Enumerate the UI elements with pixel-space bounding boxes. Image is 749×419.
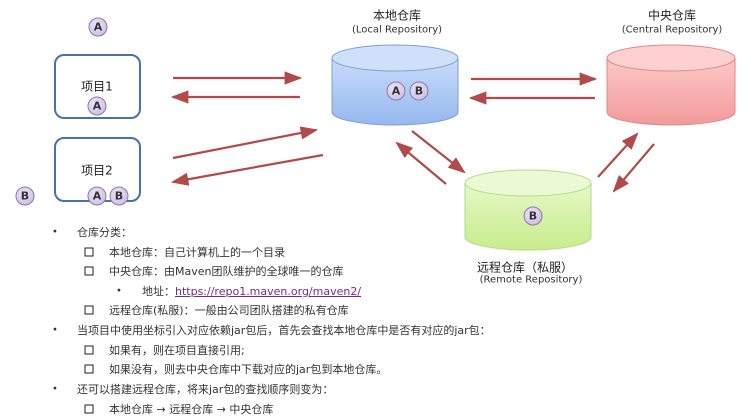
remote-repo-subtitle: (Remote Repository) (479, 274, 583, 286)
arrow-local-to-p2 (170, 153, 324, 186)
square-bullet-icon (84, 404, 94, 414)
local-repo-subtitle: (Local Repository) (351, 24, 443, 36)
arrow-remote-to-local (395, 141, 447, 185)
badge-a: A (386, 81, 406, 101)
badge-a: A (88, 17, 108, 37)
central-repo-cylinder (606, 44, 736, 126)
note-line: 如果有，则在项目直接引用; (109, 344, 245, 357)
bullet-dot: • (52, 226, 58, 238)
project1-box (54, 54, 141, 119)
arrow-remote-to-central (597, 132, 639, 178)
bullet-dot: • (52, 324, 58, 336)
bullet-dot: • (116, 285, 122, 297)
note-line: 当项目中使用坐标引入对应依赖jar包后，首先会查找本地仓库中是否有对应的jar包… (77, 324, 491, 337)
note-line: 本地仓库：自己计算机上的一个目录 (109, 246, 285, 259)
note-line: 本地仓库 → 远程仓库 → 中央仓库 (109, 403, 274, 416)
address-label: 地址： (142, 285, 175, 298)
badge-b: B (109, 186, 129, 206)
arrow-p2-to-local (172, 126, 319, 160)
note-line: 远程仓库(私服)：一般由公司团队搭建的私有仓库 (109, 304, 349, 317)
arrows (170, 71, 655, 193)
project2-label: 项目2 (81, 163, 113, 178)
central-repo-title: 中央仓库 (647, 8, 697, 23)
square-bullet-icon (84, 305, 94, 315)
repo-url-link[interactable]: https://repo1.maven.org/maven2/ (175, 285, 362, 298)
badge-b: B (409, 81, 429, 101)
local-repo-title: 本地仓库 (372, 8, 422, 23)
note-line: 地址：https://repo1.maven.org/maven2/ (142, 283, 361, 299)
remote-repo-title: 远程仓库（私服） (476, 260, 574, 275)
badge-a: A (87, 96, 107, 116)
note-line: 如果没有，则去中央仓库中下载对应的jar包到本地仓库。 (109, 363, 388, 376)
square-bullet-icon (84, 345, 94, 355)
arrow-central-to-remote (612, 143, 655, 193)
badge-a: A (87, 186, 107, 206)
project1-label: 项目1 (81, 79, 113, 94)
central-repo-subtitle: (Central Repository) (621, 24, 723, 36)
square-bullet-icon (84, 266, 94, 276)
square-bullet-icon (84, 364, 94, 374)
badge-b: B (523, 206, 543, 226)
arrow-local-to-remote (411, 130, 466, 174)
badge-b: B (15, 186, 35, 206)
note-line: 还可以搭建远程仓库，将来jar包的查找顺序则变为： (77, 383, 334, 396)
note-line: 仓库分类： (77, 226, 132, 239)
square-bullet-icon (84, 247, 94, 257)
bullet-dot: • (52, 383, 58, 395)
note-line: 中央仓库：由Maven团队维护的全球唯一的仓库 (109, 265, 344, 278)
